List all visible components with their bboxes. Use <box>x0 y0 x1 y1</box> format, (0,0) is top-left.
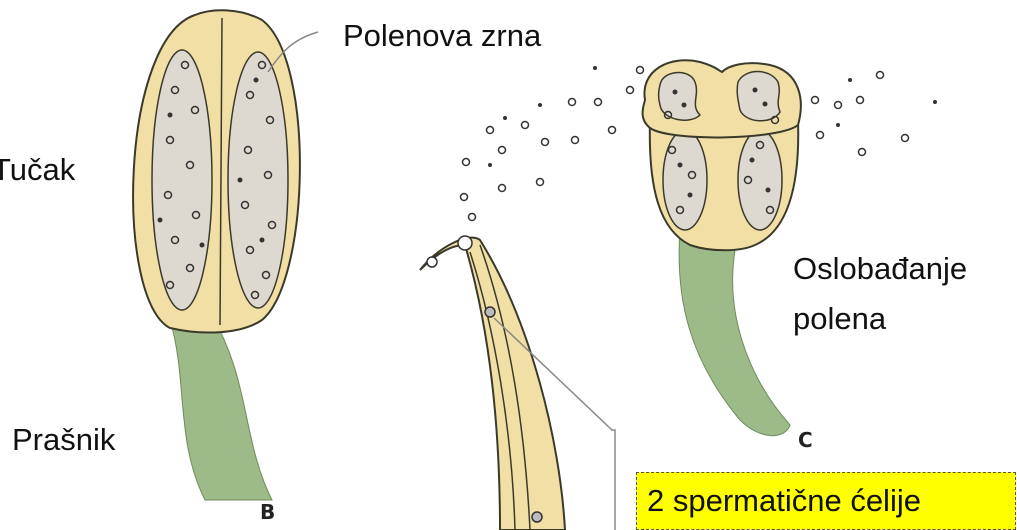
figure-letter-b: B <box>260 500 275 524</box>
label-pollen-release-line1: Oslobađanje <box>793 251 967 287</box>
pollen-sac-right <box>228 52 288 308</box>
anther-b <box>133 10 318 500</box>
label-pistil: Tučak <box>0 152 75 188</box>
anther-c <box>643 60 801 435</box>
label-stamen: Prašnik <box>12 422 115 458</box>
pollen-sac-left <box>152 50 212 310</box>
pollen-tube <box>420 236 615 530</box>
label-pollen-grains: Polenova zrna <box>343 18 541 54</box>
label-sperm-cells: 2 spermatične ćelije <box>636 472 1016 530</box>
figure-letter-c: C <box>798 428 813 452</box>
filament-c <box>679 230 790 436</box>
filament-b <box>170 316 272 500</box>
label-pollen-release-line2: polena <box>793 301 886 337</box>
